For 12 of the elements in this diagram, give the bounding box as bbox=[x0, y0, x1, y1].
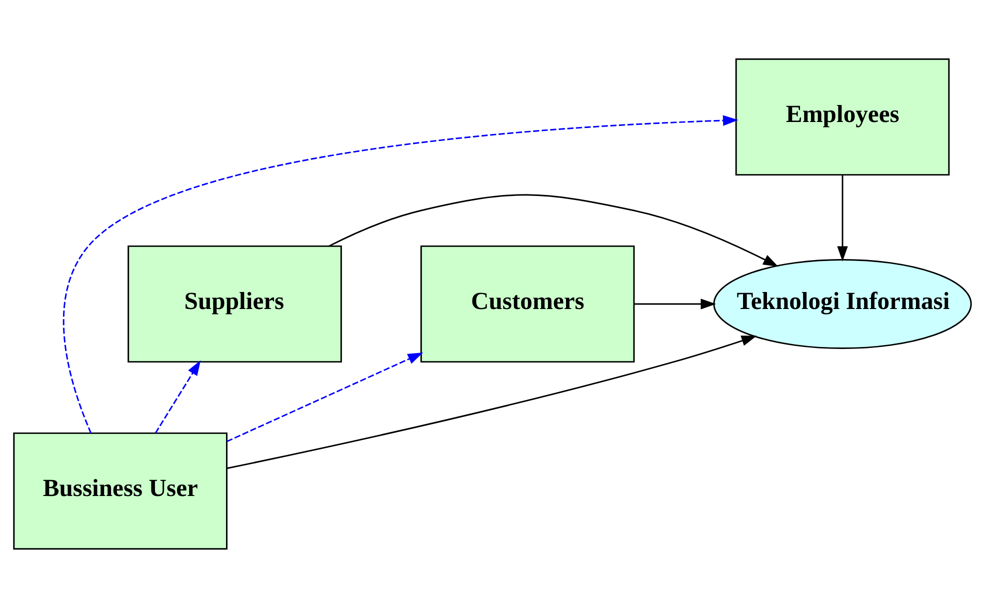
arrow bbox=[328, 194, 778, 266]
node-box: Suppliers bbox=[127, 244, 342, 362]
arrow bbox=[226, 335, 756, 468]
node-box: Employees bbox=[734, 58, 950, 176]
node-box: Customers bbox=[420, 244, 634, 362]
node-ellipse: Teknologi Informasi bbox=[712, 258, 972, 349]
arrow bbox=[836, 174, 848, 261]
arrow bbox=[62, 114, 738, 433]
arrow bbox=[154, 360, 200, 433]
node-box: Bussiness User bbox=[12, 432, 227, 550]
arrow bbox=[634, 298, 716, 309]
arrow bbox=[226, 352, 423, 442]
